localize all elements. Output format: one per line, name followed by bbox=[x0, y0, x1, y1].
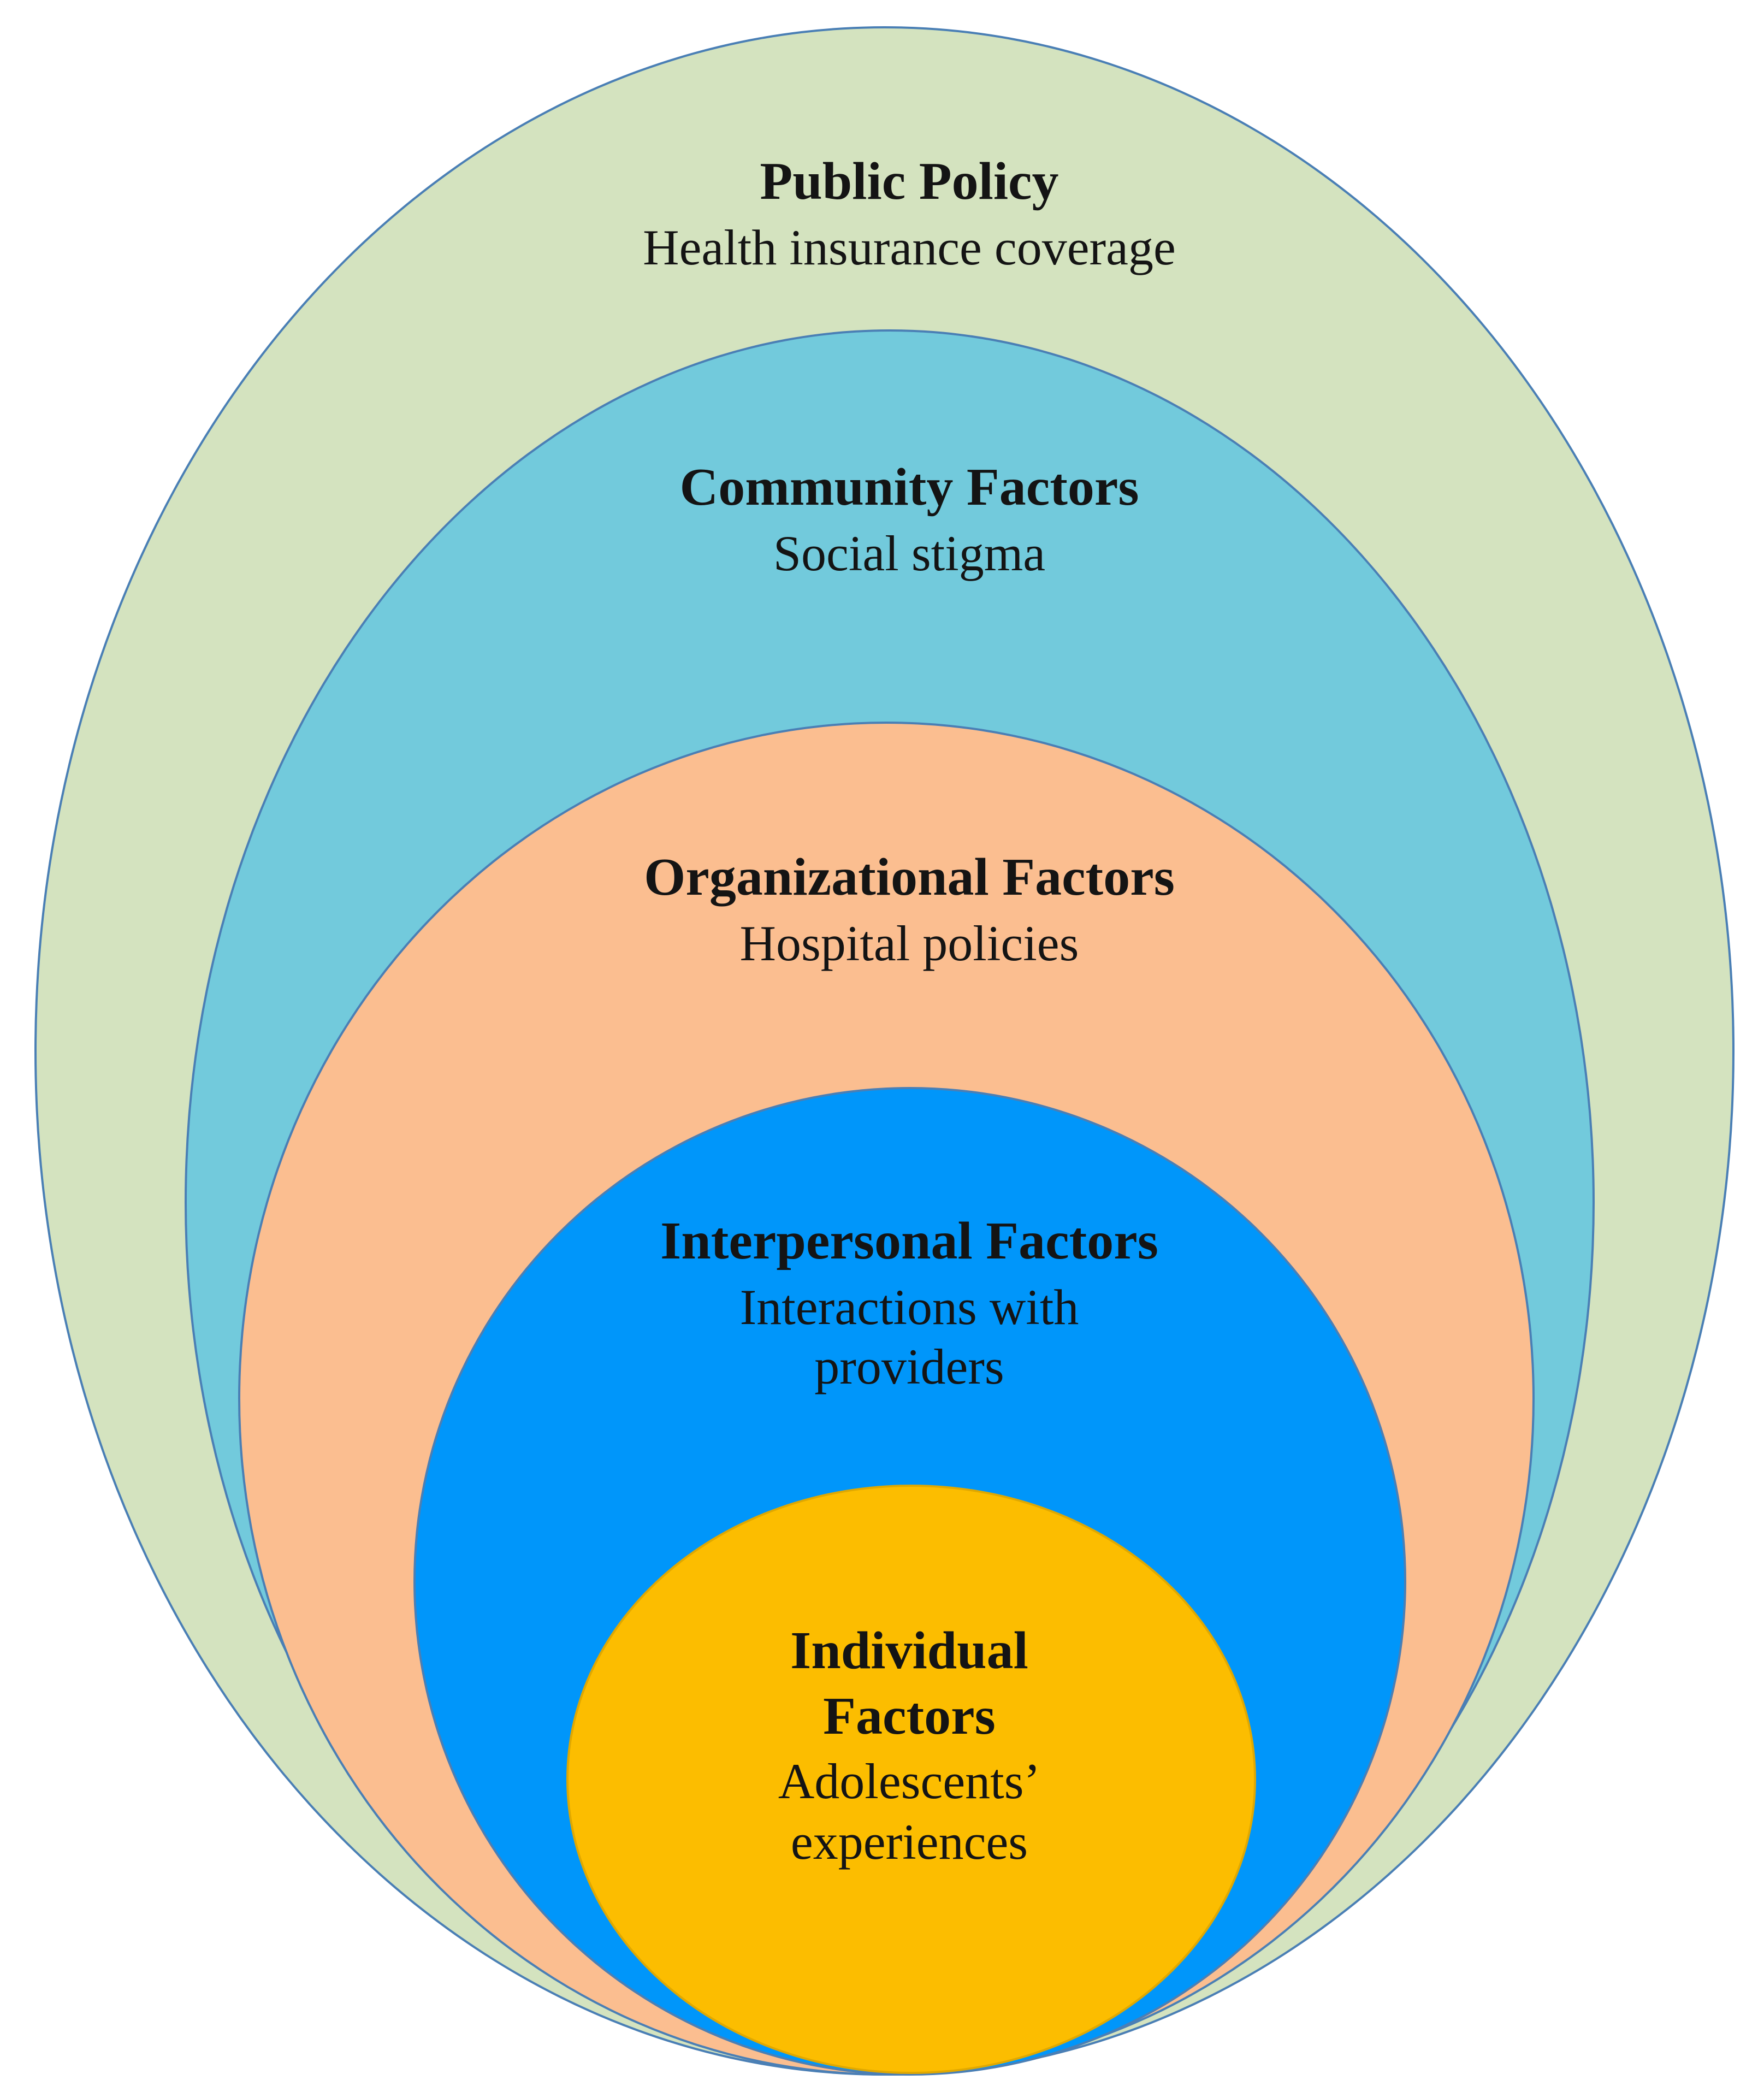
individual-factors-ellipse bbox=[566, 1485, 1256, 2074]
individual-factors-title-line1: Individual bbox=[790, 1621, 1028, 1680]
individual-factors-description-line1: Adolescents’ bbox=[778, 1753, 1041, 1809]
public-policy-description: Health insurance coverage bbox=[643, 219, 1176, 275]
interpersonal-factors-description-line2: providers bbox=[814, 1338, 1004, 1394]
interpersonal-factors-description-line1: Interactions with bbox=[739, 1279, 1079, 1335]
individual-factors-description-line2: experiences bbox=[790, 1813, 1028, 1870]
public-policy-title: Public Policy bbox=[760, 152, 1059, 211]
organizational-factors-label: Organizational Factors Hospital policies bbox=[336, 848, 1483, 972]
organizational-factors-title: Organizational Factors bbox=[644, 848, 1175, 907]
individual-factors-title-line2: Factors bbox=[823, 1686, 996, 1746]
community-factors-title: Community Factors bbox=[679, 458, 1139, 517]
individual-factors-label: Individual Factors Adolescents’ experien… bbox=[623, 1621, 1196, 1870]
interpersonal-factors-label: Interpersonal Factors Interactions with … bbox=[500, 1212, 1319, 1395]
interpersonal-factors-title: Interpersonal Factors bbox=[660, 1212, 1158, 1270]
community-factors-label: Community Factors Social stigma bbox=[336, 458, 1483, 582]
public-policy-label: Public Policy Health insurance coverage bbox=[336, 152, 1483, 276]
community-factors-description: Social stigma bbox=[773, 525, 1046, 581]
organizational-factors-description: Hospital policies bbox=[739, 915, 1079, 971]
